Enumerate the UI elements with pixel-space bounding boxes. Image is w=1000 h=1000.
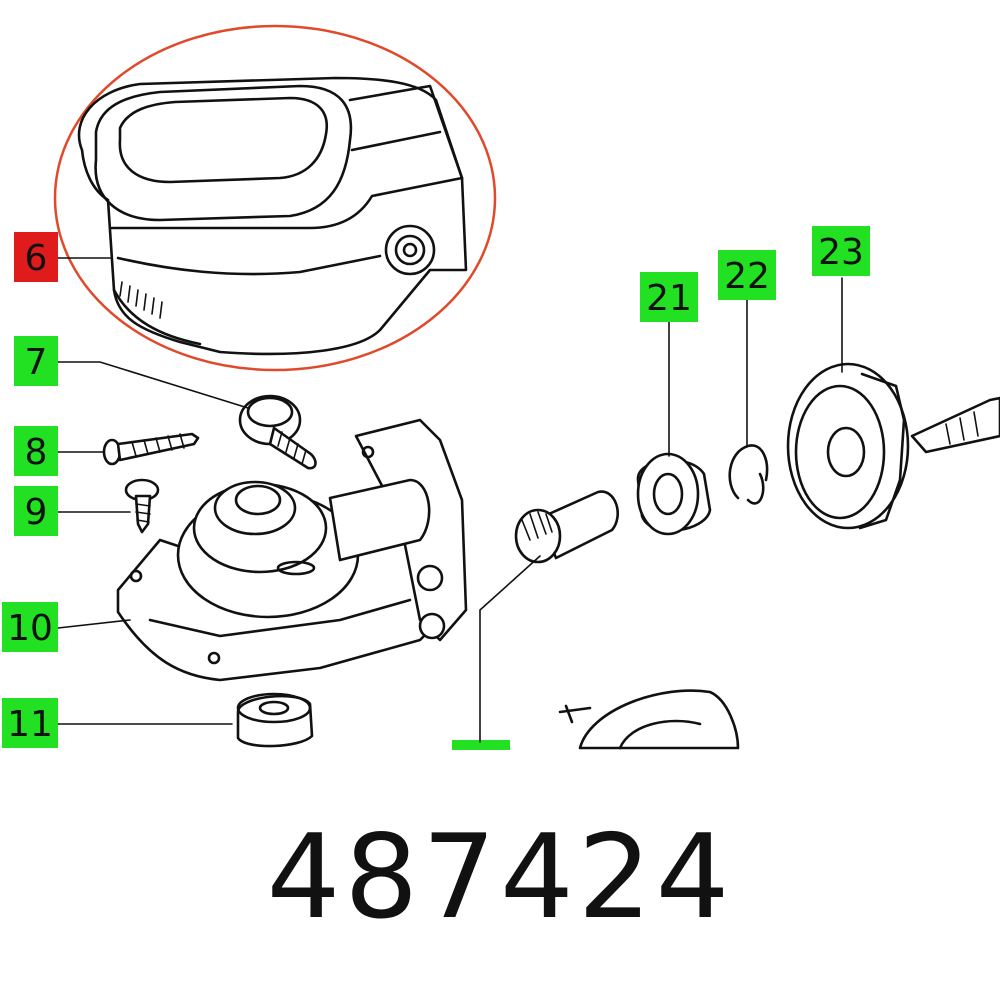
part-11-bearing[interactable] <box>236 692 314 748</box>
callout-9[interactable]: 9 <box>14 486 58 536</box>
callout-21[interactable]: 21 <box>640 272 698 322</box>
callout-7-label: 7 <box>25 342 48 383</box>
highlight-ring <box>53 24 497 372</box>
part-number: 487424 <box>266 810 734 945</box>
part-21-bearing[interactable] <box>636 452 712 536</box>
part-6-motor-cover[interactable] <box>77 76 468 356</box>
callout-7[interactable]: 7 <box>14 336 58 386</box>
callout-11-label: 11 <box>7 704 53 745</box>
callout-6-label: 6 <box>25 238 48 279</box>
callout-21-label: 21 <box>646 278 692 319</box>
callout-23[interactable]: 23 <box>812 226 870 276</box>
callout-8-label: 8 <box>25 432 48 473</box>
callout-6[interactable]: 6 <box>14 232 58 282</box>
callout-box-partial <box>452 740 510 750</box>
callout-23-label: 23 <box>818 232 864 273</box>
part-7-threaded-bush[interactable] <box>238 394 317 470</box>
part-22-retaining-ring[interactable] <box>728 444 769 505</box>
callout-10-label: 10 <box>7 608 53 649</box>
part-8-screw[interactable] <box>102 432 200 466</box>
part-10-gear-housing[interactable] <box>116 418 468 682</box>
callout-22[interactable]: 22 <box>718 250 776 300</box>
part-lower-impeller-partial[interactable] <box>558 689 740 750</box>
callout-9-label: 9 <box>25 492 48 533</box>
callout-22-label: 22 <box>724 256 770 297</box>
part-9-screw[interactable] <box>124 478 160 534</box>
callout-11[interactable]: 11 <box>2 698 58 748</box>
callout-10[interactable]: 10 <box>2 602 58 652</box>
part-23-fan[interactable] <box>786 362 1000 530</box>
part-pinion-shaft[interactable] <box>514 490 619 564</box>
callout-8[interactable]: 8 <box>14 426 58 476</box>
leader-lines <box>57 257 843 743</box>
